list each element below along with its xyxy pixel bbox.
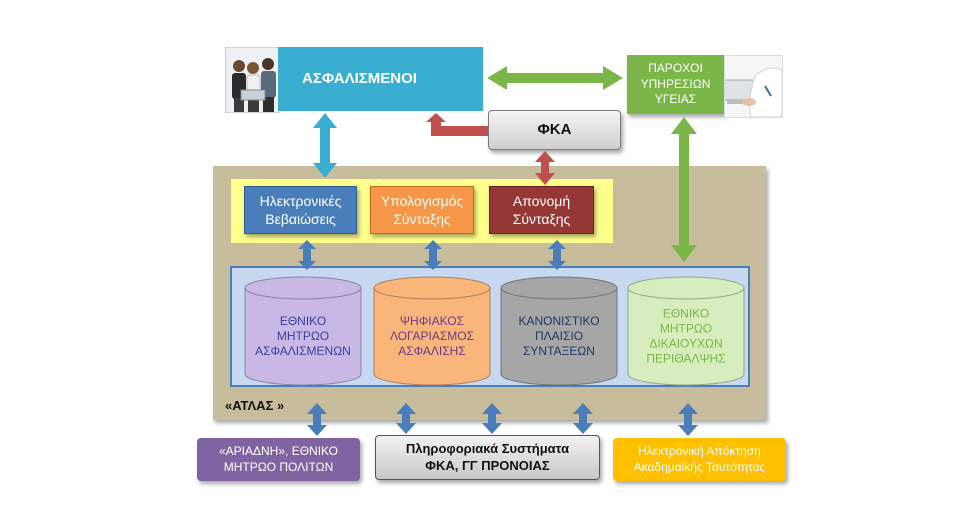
database-label-line: ΑΣΦΑΛΙΣΗΣ <box>398 344 466 358</box>
atlas-infosys-arrow-1 <box>396 403 416 434</box>
certs-db-arrow <box>298 240 316 270</box>
atlas-label: «ΑΤΛΑΣ » <box>225 398 285 413</box>
providers-atlas-arrow <box>671 117 697 262</box>
database-label-line: ΕΘΝΙΚΟ <box>280 314 326 328</box>
calc-db-arrow <box>424 240 442 270</box>
academic-line-1: Ηλεκτρονική Απόκτηση <box>638 443 761 458</box>
cylinder-top <box>627 276 745 300</box>
atlas-academic-arrow <box>678 403 698 436</box>
pension-calculation-box: Υπολογισμός Σύνταξης <box>370 186 474 234</box>
health-providers-box: ΠΑΡΟΧΟΙ ΥΠΗΡΕΣΙΩΝ ΥΓΕΙΑΣ <box>627 55 724 114</box>
ariadni-line-2: ΜΗΤΡΩΟ ΠΟΛΙΤΩΝ <box>223 459 334 474</box>
database-label-line: ΕΘΝΙΚΟ <box>663 307 709 321</box>
database-label-line: ΚΑΝΟΝΙΣΤΙΚΟ <box>518 314 599 328</box>
insured-label: ΑΣΦΑΛΙΣΜΕΝΟΙ <box>302 70 417 88</box>
certs-line-2: Βεβαιώσεις <box>265 211 336 227</box>
providers-line-1: ΠΑΡΟΧΟΙ <box>648 61 703 76</box>
information-systems-box: Πληροφοριακά Συστήματα ΦΚΑ, ΓΓ ΠΡΟΝΟΙΑΣ <box>375 435 600 480</box>
database-label-line: ΛΟΓΑΡΙΑΣΜΟΣ <box>390 329 474 343</box>
ariadni-line-1: «ΑΡΙΑΔΝΗ», ΕΘΝΙΚΟ <box>218 443 338 458</box>
fka-insured-arrow <box>426 113 488 136</box>
atlas-ariadni-arrow <box>307 403 327 436</box>
academic-line-2: Ακαδημαϊκής Ταυτότητας <box>633 459 766 474</box>
database-label-line: ΨΗΦΙΑΚΟΣ <box>400 314 464 328</box>
fka-box: ΦΚΑ <box>488 110 621 150</box>
electronic-certificates-box: Ηλεκτρονικές Βεβαιώσεις <box>244 186 357 234</box>
database-label-line: ΔΙΚΑΙΟΥΧΩΝ <box>649 337 722 351</box>
database-label-line: ΜΗΤΡΩΟ <box>277 329 329 343</box>
academic-id-box: Ηλεκτρονική Απόκτηση Ακαδημαϊκής Ταυτότη… <box>613 438 786 481</box>
insured-providers-arrow <box>487 66 623 90</box>
cylinder-body <box>373 287 491 386</box>
fka-award-arrow <box>535 151 555 185</box>
ariadni-registry-box: «ΑΡΙΑΔΝΗ», ΕΘΝΙΚΟ ΜΗΤΡΩΟ ΠΟΛΙΤΩΝ <box>197 438 360 481</box>
insured-services-arrow <box>313 113 337 178</box>
cylinder-top <box>244 276 362 300</box>
database-label-line: ΜΗΤΡΩΟ <box>660 322 712 336</box>
fka-label: ΦΚΑ <box>537 121 572 139</box>
providers-line-3: ΥΓΕΙΑΣ <box>654 92 697 107</box>
database-label-line: ΣΥΝΤΑΞΕΩΝ <box>523 344 595 358</box>
providers-line-2: ΥΠΗΡΕΣΙΩΝ <box>640 76 711 91</box>
atlas-infosys-arrow-3 <box>573 403 593 434</box>
infosys-line-1: Πληροφοριακά Συστήματα <box>405 440 570 456</box>
pension-award-box: Απονομή Σύνταξης <box>489 186 594 234</box>
atlas-infosys-arrow-2 <box>482 403 502 434</box>
infosys-line-2: ΦΚΑ, ΓΓ ΠΡΟΝΟΙΑΣ <box>425 457 550 473</box>
cylinder-body <box>627 287 745 386</box>
insured-box: ΑΣΦΑΛΙΣΜΕΝΟΙ <box>278 47 483 111</box>
calc-line-1: Υπολογισμός <box>380 192 464 209</box>
cylinder-body <box>244 287 362 386</box>
database-label-line: ΠΕΡΙΘΑΛΨΗΣ <box>646 352 725 366</box>
databases-group: ΕΘΝΙΚΟΜΗΤΡΩΟΑΣΦΑΛΙΣΜΕΝΩΝΨΗΦΙΑΚΟΣΛΟΓΑΡΙΑΣ… <box>244 276 745 386</box>
database-label-line: ΠΛΑΙΣΙΟ <box>535 329 583 343</box>
cylinder-top <box>500 276 618 300</box>
doctor-laptop-image <box>724 55 783 118</box>
award-db-arrow <box>548 240 566 270</box>
cylinder-body <box>500 287 618 386</box>
database-label-line: ΑΣΦΑΛΙΣΜΕΝΩΝ <box>255 344 351 358</box>
certs-line-1: Ηλεκτρονικές <box>259 192 342 209</box>
calc-line-2: Σύνταξης <box>393 211 451 227</box>
cylinder-top <box>373 276 491 300</box>
award-line-2: Σύνταξης <box>512 211 571 227</box>
award-line-1: Απονομή <box>512 192 571 209</box>
